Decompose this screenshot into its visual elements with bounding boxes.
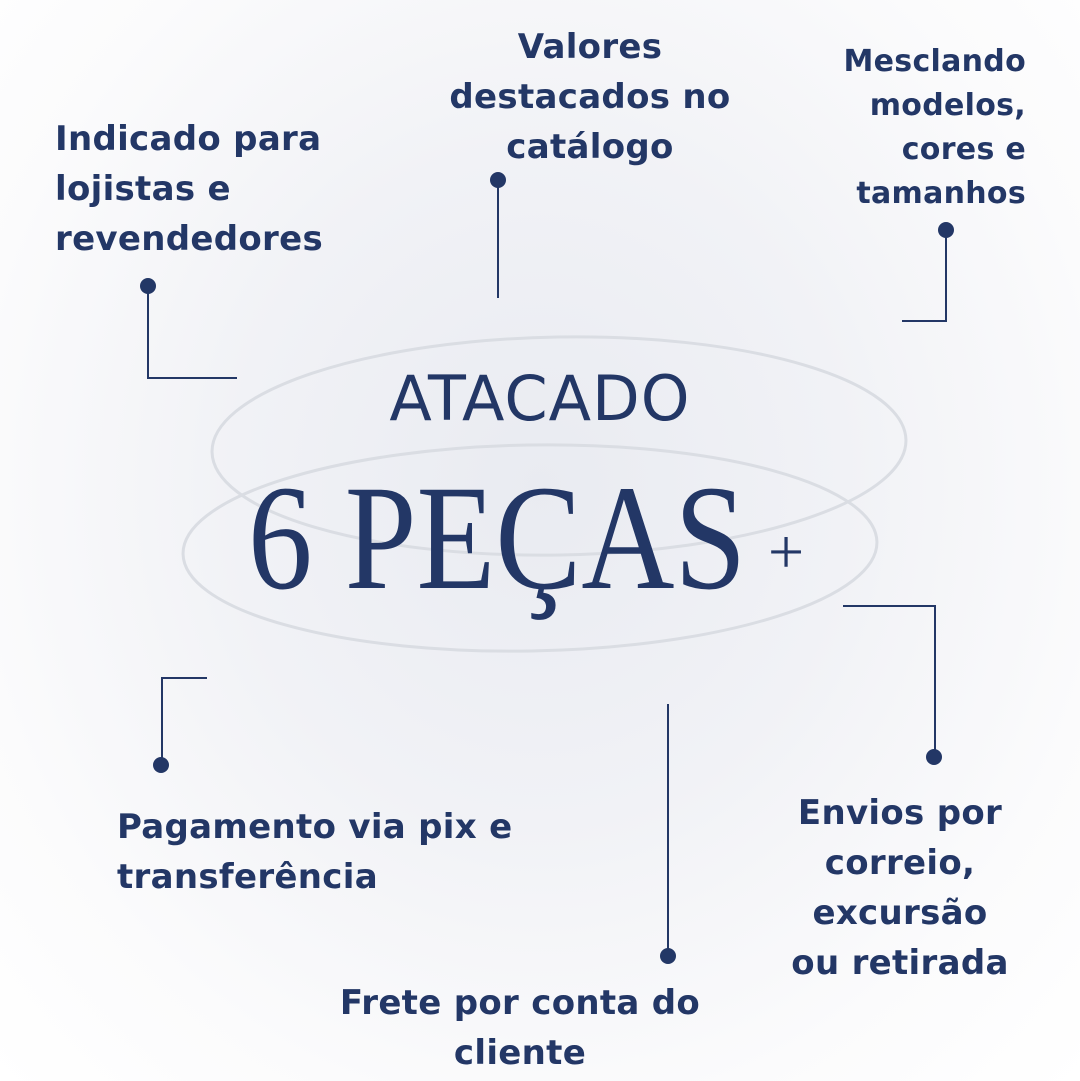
- feature-mesclando-line: Mesclando: [843, 44, 1026, 79]
- connector-line: [147, 286, 149, 379]
- connector-line: [161, 677, 207, 679]
- connector-line: [902, 320, 947, 322]
- feature-envios-line: excursão: [812, 893, 988, 933]
- connector-line: [147, 377, 237, 379]
- plus-icon: +: [768, 516, 805, 587]
- feature-pagamento-line: Pagamento via pix e: [117, 807, 513, 847]
- hero-title: ATACADO: [389, 362, 691, 435]
- feature-lojistas-line: Indicado para: [55, 119, 322, 159]
- feature-mesclando-line: tamanhos: [856, 176, 1026, 211]
- feature-mesclando-line: cores e: [901, 132, 1026, 167]
- feature-frete-line: cliente: [453, 1033, 587, 1073]
- connector-dot: [926, 749, 942, 765]
- feature-pagamento: Pagamento via pix e transferência: [117, 802, 513, 902]
- connector-line: [161, 677, 163, 765]
- feature-valores-line: destacados no: [449, 77, 731, 117]
- connector-dot: [153, 757, 169, 773]
- feature-valores-line: catálogo: [506, 127, 674, 167]
- connector-line: [843, 605, 936, 607]
- feature-lojistas-line: lojistas e: [55, 169, 231, 209]
- hero-quantity: 6 PEÇAS: [248, 455, 747, 621]
- connector-line: [945, 230, 947, 322]
- feature-frete: Frete por conta do cliente: [300, 978, 740, 1078]
- connector-line: [497, 180, 499, 298]
- feature-pagamento-line: transferência: [117, 857, 378, 897]
- feature-lojistas-line: revendedores: [55, 219, 324, 259]
- feature-lojistas: Indicado para lojistas e revendedores: [55, 114, 323, 264]
- feature-frete-line: Frete por conta do: [339, 983, 701, 1023]
- connector-dot: [660, 948, 676, 964]
- feature-envios: Envios por correio, excursão ou retirada: [770, 788, 1030, 988]
- feature-envios-line: Envios por: [797, 793, 1003, 833]
- connector-line: [667, 704, 669, 956]
- feature-valores-line: Valores: [517, 27, 663, 67]
- connector-line: [934, 605, 936, 757]
- feature-valores: Valores destacados no catálogo: [420, 22, 760, 172]
- feature-envios-line: ou retirada: [791, 943, 1009, 983]
- feature-mesclando: Mesclando modelos, cores e tamanhos: [843, 40, 1026, 216]
- feature-mesclando-line: modelos,: [869, 88, 1026, 123]
- feature-envios-line: correio,: [824, 843, 976, 883]
